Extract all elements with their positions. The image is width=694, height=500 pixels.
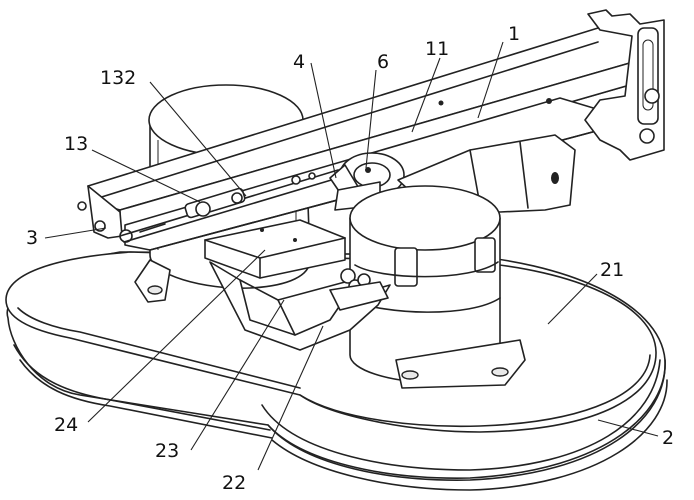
label-4: 4: [293, 51, 305, 73]
label-11: 11: [425, 38, 449, 60]
label-13: 13: [64, 133, 88, 155]
reference-labels: 1 11 6 4 132 13 3 21 2 24 23 22: [26, 23, 674, 494]
label-6: 6: [377, 51, 389, 73]
pressing-block: [204, 219, 391, 351]
label-21: 21: [600, 259, 624, 281]
leader-lines: [44, 41, 659, 471]
label-132: 132: [100, 67, 136, 89]
label-22: 22: [222, 472, 246, 494]
label-24: 24: [54, 414, 78, 436]
label-3: 3: [26, 227, 38, 249]
base-plate: [5, 251, 668, 491]
label-23: 23: [155, 440, 179, 462]
front-motor: [349, 185, 526, 389]
label-1: 1: [508, 23, 520, 45]
label-2: 2: [662, 427, 674, 449]
